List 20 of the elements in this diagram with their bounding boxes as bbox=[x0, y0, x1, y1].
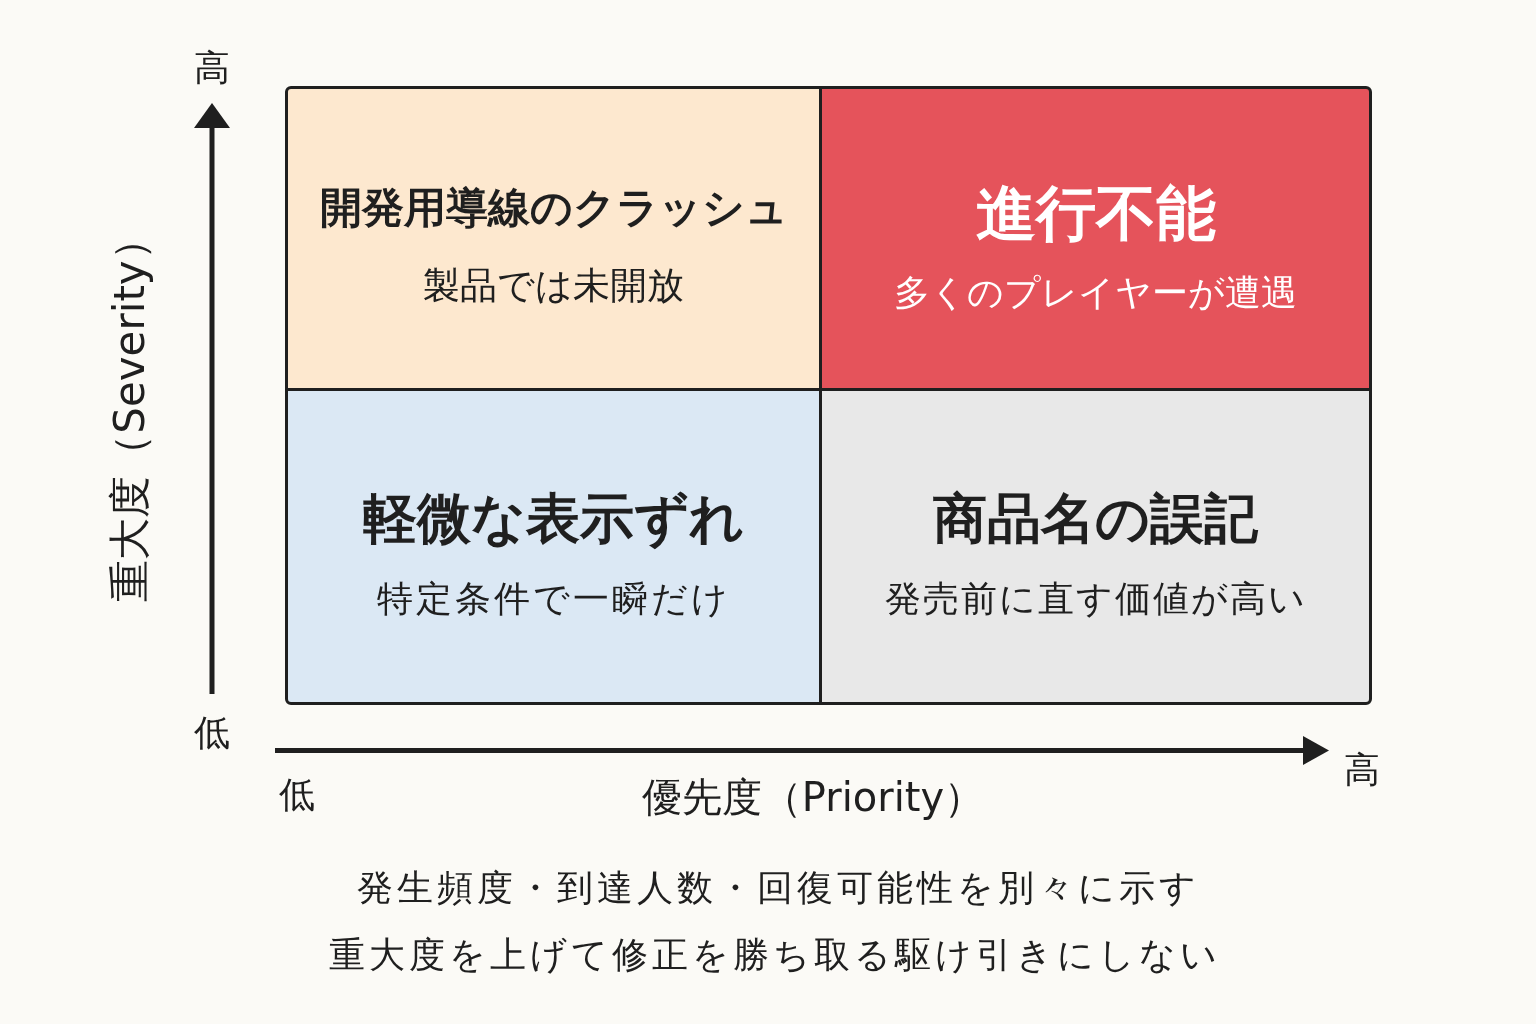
axis-end-label: 高 bbox=[1344, 748, 1380, 792]
axis-title: 重大度（Severity） bbox=[104, 218, 155, 602]
caption-text: 重大度を上げて修正を勝ち取る駆け引きにしない bbox=[329, 933, 1221, 977]
quadrant-box bbox=[819, 86, 1372, 391]
quadrant-subtitle: 特定条件で一瞬だけ bbox=[376, 577, 731, 621]
quadrant-subtitle: 多くのプレイヤーが遭遇 bbox=[894, 270, 1297, 315]
quadrant-box bbox=[819, 388, 1372, 705]
axis-end-label: 高 bbox=[194, 46, 230, 90]
quadrant-title: 軽微な表示ずれ bbox=[363, 486, 744, 552]
axis-end-label: 低 bbox=[194, 711, 230, 755]
quadrant-title: 開発用導線のクラッシュ bbox=[319, 183, 788, 234]
axis-end-label: 低 bbox=[279, 773, 315, 817]
axis-title: 優先度（Priority） bbox=[641, 773, 985, 821]
quadrant-subtitle: 発売前に直す価値が高い bbox=[884, 577, 1307, 621]
quadrant-subtitle: 製品では未開放 bbox=[423, 263, 684, 308]
quadrant-box bbox=[285, 388, 822, 705]
quadrant-box bbox=[285, 86, 822, 391]
quadrant-title: 商品名の誤記 bbox=[933, 486, 1258, 552]
caption-text: 発生頻度・到達人数・回復可能性を別々に示す bbox=[356, 866, 1200, 910]
quadrant-title: 進行不能 bbox=[975, 176, 1216, 249]
